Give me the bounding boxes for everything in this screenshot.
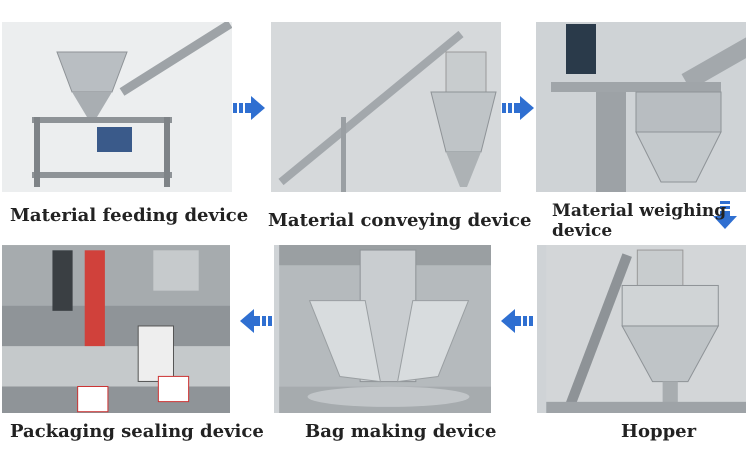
photo-bag-making	[274, 245, 491, 413]
photo-material-weighing	[536, 22, 746, 192]
step-caption-sealing: Packaging sealing device	[10, 421, 264, 442]
step-caption-weighing: Material weighing device	[552, 201, 727, 241]
step-caption-conveying: Material conveying device	[268, 210, 532, 231]
flow-arrow-right-1	[233, 96, 265, 120]
flow-arrow-down	[713, 201, 737, 229]
arrow-right-icon	[233, 96, 265, 120]
photo-packaging-sealing	[2, 245, 230, 413]
step-caption-bag-making: Bag making device	[305, 421, 497, 442]
flow-arrow-left-2	[240, 309, 272, 333]
arrow-right-icon	[502, 96, 534, 120]
arrow-down-icon	[713, 201, 737, 229]
arrow-left-icon	[240, 309, 272, 333]
step-caption-hopper: Hopper	[621, 421, 697, 442]
photo-material-conveying	[271, 22, 501, 192]
flow-arrow-right-2	[502, 96, 534, 120]
photo-material-feeding	[2, 22, 232, 192]
flow-arrow-left-1	[501, 309, 533, 333]
photo-hopper	[537, 245, 746, 413]
step-caption-feeding: Material feeding device	[10, 205, 249, 226]
arrow-left-icon	[501, 309, 533, 333]
